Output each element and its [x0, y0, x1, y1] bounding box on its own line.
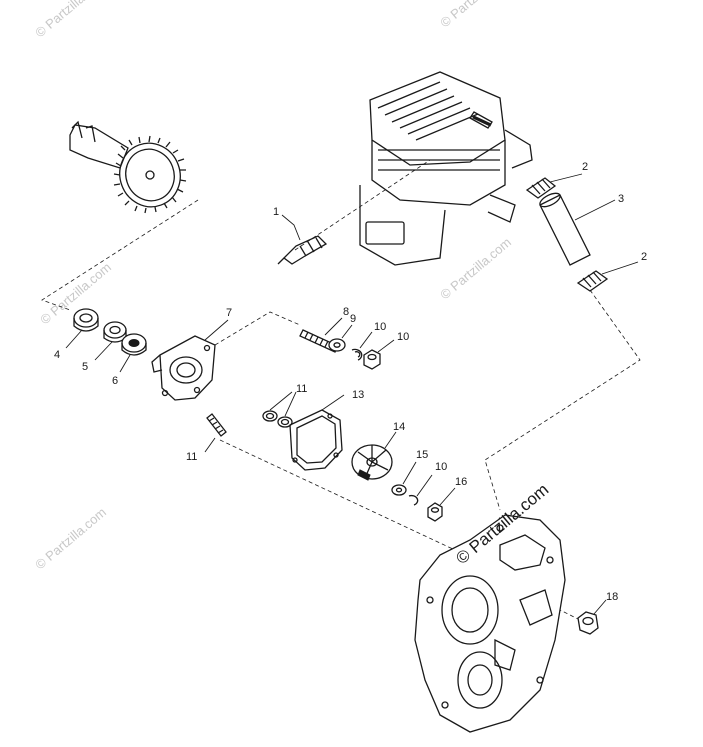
drive-shaft-gear [69, 120, 187, 214]
watermark-text: © Partzilla.com [437, 0, 514, 30]
part-18-bolt: 18 [577, 591, 618, 635]
part-15-impeller: 14 [351, 421, 405, 481]
callout-12: 11 [186, 451, 197, 463]
engine-cylinder [359, 71, 533, 266]
callout-5: 5 [82, 361, 88, 373]
callout-17: 16 [455, 476, 467, 488]
housing-reference-line [214, 311, 301, 346]
callout-4: 4 [54, 349, 60, 361]
part-12-stud: 11 [186, 413, 227, 463]
part-14-gasket: 13 [289, 389, 364, 471]
callout-15: 14 [393, 421, 405, 433]
part-10-clip-lower: 10 [408, 461, 447, 506]
callout-10-upper: 10 [374, 321, 386, 333]
part-8-stud: 8 [299, 306, 349, 353]
callout-10-lower: 10 [435, 461, 447, 473]
callout-13: 11 [296, 383, 307, 395]
callout-9: 9 [350, 313, 356, 325]
part-10-clip-upper: 10 [351, 321, 386, 361]
callout-7: 7 [226, 307, 232, 319]
watermark-text: © Partzilla.com [32, 504, 109, 572]
shaft-reference-line [41, 199, 199, 311]
part-5-seal: 5 [82, 321, 127, 373]
callout-1: 1 [273, 206, 279, 218]
part-7-pump-housing: 7 [151, 307, 232, 401]
hose-reference-line [484, 289, 641, 511]
callout-14: 13 [352, 389, 364, 401]
part-6-bearing: 6 [112, 333, 147, 387]
cylinder-reference-line [294, 159, 431, 251]
callout-16: 15 [416, 449, 428, 461]
part-9-washer: 9 [328, 313, 356, 352]
part-4-bearing: 4 [54, 308, 99, 361]
crankcase-cover [414, 514, 566, 733]
part-17-nut: 16 [427, 476, 467, 522]
callout-8: 8 [343, 306, 349, 318]
callout-3: 3 [618, 193, 624, 205]
callout-6: 6 [112, 375, 118, 387]
callout-2-upper: 2 [582, 161, 588, 173]
watermark-text: © Partzilla.com [32, 0, 109, 40]
callout-18: 18 [606, 591, 618, 603]
part-2-3-hose: 2 3 2 [525, 161, 647, 292]
part-11-nut: 10 [363, 331, 409, 370]
watermark-text: © Partzilla.com [437, 234, 514, 302]
assembly-lines [41, 159, 641, 621]
part-13-o-rings: 11 [262, 383, 307, 428]
callout-11: 10 [397, 331, 409, 343]
cover-reference-line [219, 439, 456, 551]
callout-2-lower: 2 [641, 251, 647, 263]
part-16-washer: 15 [391, 449, 428, 496]
part-1-temperature-sensor: 1 [273, 206, 328, 265]
